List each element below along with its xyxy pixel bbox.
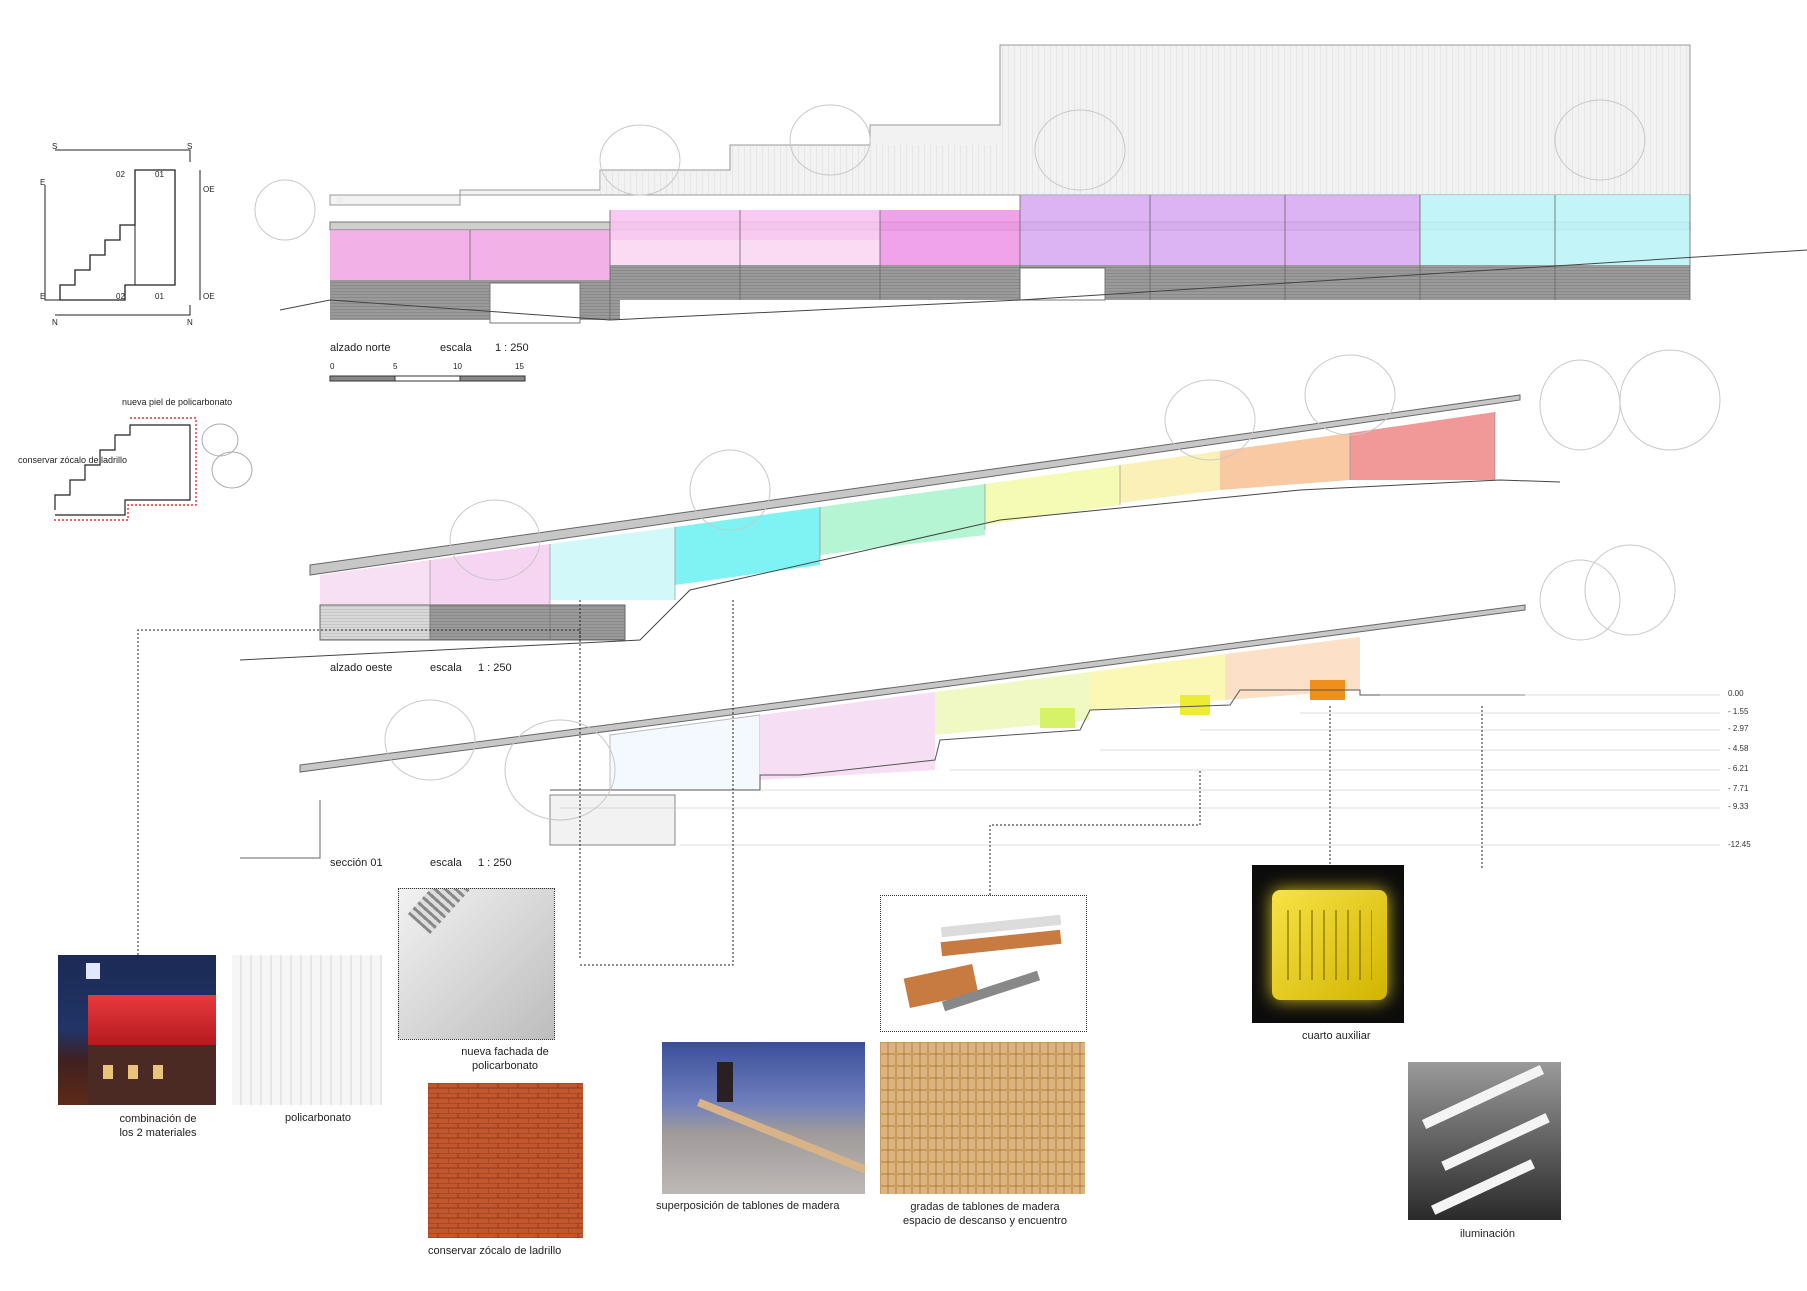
section-title: sección 01	[330, 857, 383, 869]
keep-plinth-label: conservar zócalo de ladrillo	[18, 455, 128, 465]
keyplan-letter: 01	[155, 170, 164, 179]
level-mark: - 7.71	[1728, 784, 1749, 793]
west-elevation-scale-value: 1 : 250	[478, 662, 512, 674]
keyplan-letter: S	[187, 142, 193, 151]
new-facade-photo	[398, 888, 555, 1040]
keyplan-letter: N	[52, 318, 58, 327]
scale-tick: 10	[453, 362, 462, 371]
key-plan	[44, 149, 201, 316]
scale-bar	[329, 375, 526, 382]
north-elevation	[254, 44, 1807, 324]
west-elevation-scale-label: escala	[430, 662, 462, 674]
new-facade-caption: nueva fachada de policarbonato	[461, 1046, 549, 1072]
aux-room-photo	[1252, 865, 1404, 1023]
keyplan-letter: N	[187, 318, 193, 327]
keyplan-letter: 01	[155, 292, 164, 301]
combination-caption: combinación de los 2 materiales	[119, 1113, 197, 1139]
section-01	[240, 544, 1720, 859]
keyplan-letter: OE	[203, 185, 215, 194]
brick-photo	[428, 1083, 583, 1238]
polycarbonate-photo	[232, 955, 382, 1105]
lighting-caption: iluminación	[1460, 1228, 1516, 1240]
planks-photo	[662, 1042, 865, 1194]
level-mark: - 6.21	[1728, 764, 1749, 773]
west-elevation-title: alzado oeste	[330, 662, 393, 674]
keyplan-letter: 02	[116, 292, 125, 301]
level-mark: -12.45	[1728, 840, 1751, 849]
north-elevation-scale-value: 1 : 250	[495, 342, 529, 354]
aux-room-caption: cuarto auxiliar	[1302, 1030, 1371, 1042]
lighting-photo	[1408, 1062, 1561, 1220]
polycarbonate-caption: policarbonato	[285, 1112, 352, 1124]
scale-tick: 5	[393, 362, 398, 371]
bleachers-render	[880, 895, 1087, 1032]
bleachers-caption: gradas de tablones de madera espacio de …	[903, 1201, 1067, 1227]
keyplan-letter: OE	[203, 292, 215, 301]
level-mark: - 9.33	[1728, 802, 1749, 811]
keyplan-letter: E	[40, 292, 46, 301]
section-scale-label: escala	[430, 857, 462, 869]
north-elevation-scale-label: escala	[440, 342, 472, 354]
keyplan-letter: S	[52, 142, 58, 151]
bleachers-photo	[880, 1042, 1085, 1194]
north-elevation-title: alzado norte	[330, 342, 391, 354]
level-mark: - 2.97	[1728, 724, 1749, 733]
west-elevation	[239, 349, 1721, 661]
leader-lines	[137, 600, 1483, 966]
keyplan-letter: E	[40, 178, 46, 187]
planks-caption: superposición de tablones de madera	[656, 1200, 840, 1212]
intervention-diagram	[52, 417, 253, 521]
level-mark: - 4.58	[1728, 744, 1749, 753]
keyplan-letter: 02	[116, 170, 125, 179]
new-skin-label: nueva piel de policarbonato	[122, 397, 233, 407]
brick-caption: conservar zócalo de ladrillo	[428, 1245, 562, 1257]
combination-photo	[58, 955, 216, 1105]
scale-tick: 15	[515, 362, 524, 371]
section-scale-value: 1 : 250	[478, 857, 512, 869]
level-mark: 0.00	[1728, 689, 1744, 698]
scale-tick: 0	[330, 362, 335, 371]
level-mark: - 1.55	[1728, 707, 1749, 716]
